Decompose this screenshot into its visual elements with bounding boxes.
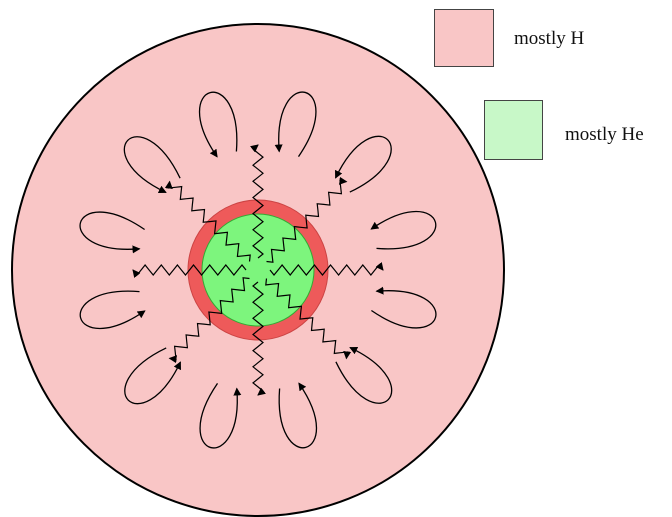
legend-swatch-helium [484, 100, 543, 160]
helium-core [202, 214, 314, 326]
legend-label-helium: mostly He [565, 124, 644, 146]
legend-label-hydrogen: mostly H [514, 28, 584, 50]
legend-swatch-hydrogen [434, 9, 494, 67]
